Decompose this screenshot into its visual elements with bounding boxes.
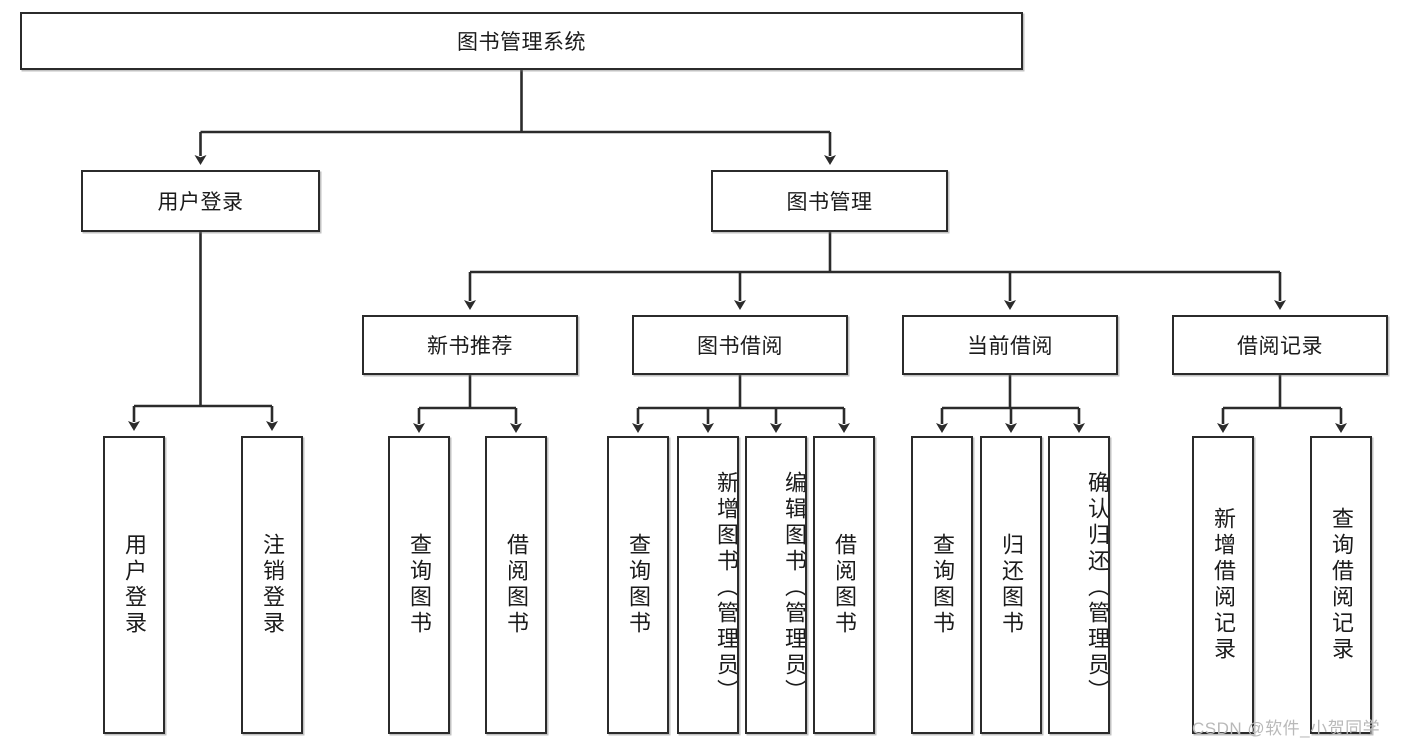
node-book-borrow[interactable]: 图书借阅 [632, 315, 848, 375]
node-leaf-add-record-label: 新增借阅记录 [1211, 507, 1236, 663]
node-leaf-user-login[interactable]: 用户登录 [103, 436, 165, 734]
node-leaf-logout[interactable]: 注销登录 [241, 436, 303, 734]
node-leaf-query-book-cur[interactable]: 查询图书 [911, 436, 973, 734]
watermark-text: CSDN @软件_小贺同学 [1192, 719, 1381, 738]
node-leaf-query-book-cur-label: 查询图书 [930, 533, 955, 637]
node-leaf-return-book[interactable]: 归还图书 [980, 436, 1042, 734]
node-leaf-query-book-borrow[interactable]: 查询图书 [607, 436, 669, 734]
node-leaf-query-book-rec-label: 查询图书 [407, 533, 432, 637]
node-leaf-borrow-book-label: 借阅图书 [832, 533, 857, 637]
node-leaf-user-login-label: 用户登录 [122, 533, 147, 637]
node-root-label: 图书管理系统 [457, 31, 586, 54]
node-borrow-record[interactable]: 借阅记录 [1172, 315, 1388, 375]
node-leaf-add-record[interactable]: 新增借阅记录 [1192, 436, 1254, 734]
node-new-book-recommend-label: 新书推荐 [427, 335, 513, 358]
node-current-borrow[interactable]: 当前借阅 [902, 315, 1118, 375]
node-leaf-logout-label: 注销登录 [260, 533, 285, 637]
node-leaf-borrow-book[interactable]: 借阅图书 [813, 436, 875, 734]
node-leaf-add-book[interactable]: 新增图书（管理员） [677, 436, 739, 734]
node-leaf-edit-book[interactable]: 编辑图书（管理员） [745, 436, 807, 734]
node-borrow-record-label: 借阅记录 [1237, 335, 1323, 358]
node-leaf-query-book-rec[interactable]: 查询图书 [388, 436, 450, 734]
node-user-login-label: 用户登录 [157, 191, 244, 214]
node-book-manage-label: 图书管理 [786, 191, 873, 214]
node-leaf-add-book-label: 新增图书（管理员） [714, 471, 737, 705]
node-leaf-borrow-book-rec-label: 借阅图书 [504, 533, 529, 637]
node-root[interactable]: 图书管理系统 [20, 12, 1023, 70]
node-leaf-confirm-return-label: 确认归还（管理员） [1085, 471, 1108, 705]
node-leaf-confirm-return[interactable]: 确认归还（管理员） [1048, 436, 1110, 734]
node-leaf-query-record[interactable]: 查询借阅记录 [1310, 436, 1372, 734]
node-new-book-recommend[interactable]: 新书推荐 [362, 315, 578, 375]
node-book-borrow-label: 图书借阅 [697, 335, 783, 358]
node-current-borrow-label: 当前借阅 [967, 335, 1053, 358]
node-leaf-edit-book-label: 编辑图书（管理员） [782, 471, 805, 705]
node-leaf-query-record-label: 查询借阅记录 [1329, 507, 1354, 663]
node-book-manage[interactable]: 图书管理 [711, 170, 948, 232]
node-leaf-borrow-book-rec[interactable]: 借阅图书 [485, 436, 547, 734]
node-leaf-return-book-label: 归还图书 [999, 533, 1024, 637]
node-leaf-query-book-borrow-label: 查询图书 [626, 533, 651, 637]
node-user-login[interactable]: 用户登录 [81, 170, 320, 232]
